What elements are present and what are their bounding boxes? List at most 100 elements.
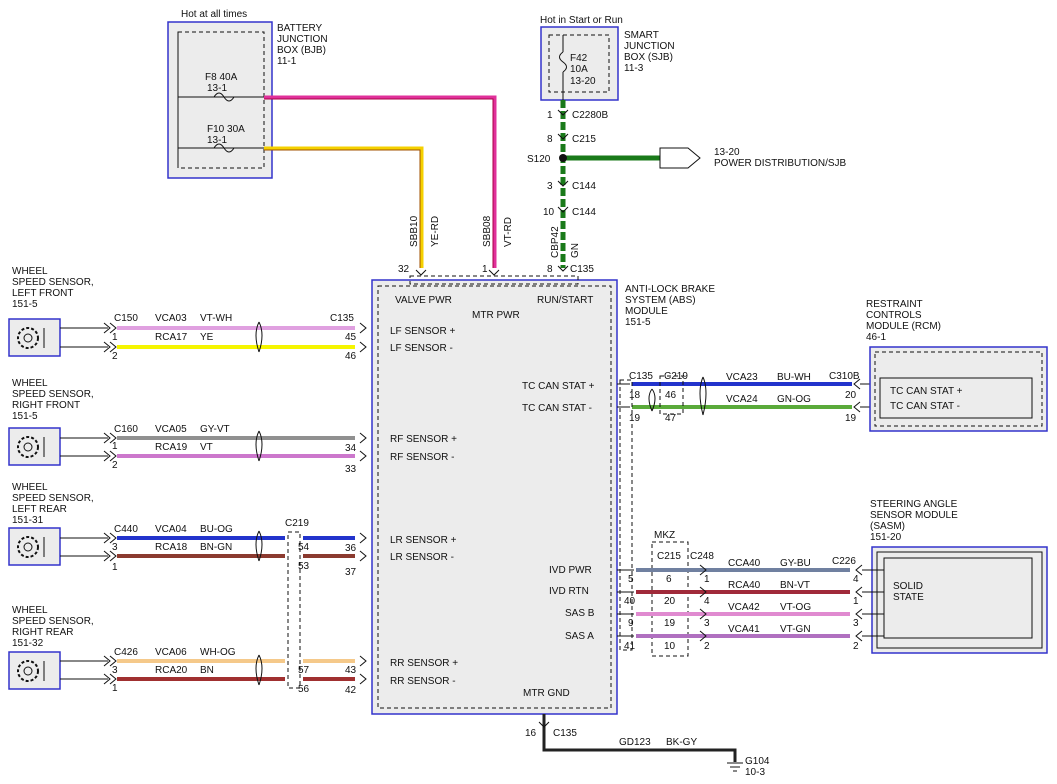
feed-pin-2: 8 [547,134,553,145]
sasm-inner-2: STATE [893,592,924,603]
fuse-f10-label: F10 30A [207,124,245,135]
splice-s120-label: S120 [527,154,551,165]
sas-conn-1: C215 [657,551,681,562]
ground-circuit-label: GD123 [619,737,651,748]
can2-circuit: VCA24 [726,394,758,405]
wire-ye-rd-stripe [264,149,421,268]
sas1-pin-b: 6 [666,574,672,585]
rr-title-1: WHEEL [12,605,48,616]
chev-sas2-icon [699,586,707,598]
rcm-title-3: MODULE (RCM) [866,321,941,332]
sjb-title-2: JUNCTION [624,41,675,52]
can1-pin-b: 46 [665,390,677,401]
sensor-right-rear: WHEEL SPEED SENSOR, RIGHT REAR 151-32 C4… [8,605,357,696]
rcm-pin-1: TC CAN STAT + [890,386,963,397]
lf-end-connector: C135 [330,313,354,324]
rf-pin-2: 2 [112,460,118,471]
sjb-hot-label: Hot in Start or Run [540,15,623,26]
bjb-title-2: JUNCTION [277,34,328,45]
fuse-f10-ref: 13-1 [207,135,227,146]
abs-pin-lr-plus: LR SENSOR + [390,535,457,546]
feed-conn-1: C2280B [572,110,608,121]
sensor-left-front: WHEEL SPEED SENSOR, LEFT FRONT 151-5 C15… [8,266,357,362]
power-feed: 13-20 POWER DISTRIBUTION/SJB S120 1 C228… [527,100,847,275]
lr-connector: C440 [114,524,138,535]
sasm-title-3: (SASM) [870,521,905,532]
mkz-label: MKZ [654,530,675,541]
fuse-f42-ref: 13-20 [570,76,596,87]
feed-left-color: YE-RD [430,216,441,247]
rf-end-pin-1: 34 [345,443,357,454]
chev-lf2-icon [103,341,117,353]
chev-rr2-icon [103,673,117,685]
wire-gd123 [542,714,737,762]
lr-sensor-box [8,527,61,566]
ground-pin: 16 [525,728,537,739]
ground-symbol-icon [727,762,743,772]
conn-c2280b-icon [557,109,569,116]
rr-title-4: 151-32 [12,638,44,649]
sasm-module: STEERING ANGLE SENSOR MODULE (SASM) 151-… [862,499,1048,654]
sjb-box [540,26,619,101]
chev-lf1-icon [103,322,117,334]
sas1-pin-c: 1 [704,574,710,585]
rr-end-pin-2: 42 [345,685,357,696]
rf-title-1: WHEEL [12,378,48,389]
lf-color-1: VT-WH [200,313,232,324]
lr-title-2: SPEED SENSOR, [12,493,94,504]
bjb-title-4: 11-1 [277,56,297,67]
rr-circuit-1: VCA06 [155,647,187,658]
bjb-box [167,21,273,179]
rf-connector: C160 [114,424,138,435]
sas1-pin-d: 4 [853,574,859,585]
chev-rcm2-icon [853,401,861,413]
lr-gear-icon [17,536,39,558]
ground-connector: C135 [553,728,577,739]
abs-pin-ivd-rtn: IVD RTN [549,586,589,597]
feed-pin-4: 10 [543,207,555,218]
sas1-circuit: CCA40 [728,558,761,569]
rf-gear-icon [17,436,39,458]
feed-pin-1: 1 [547,110,553,121]
ground-ref: 10-3 [745,767,765,778]
feed-right-circuit: SBB08 [482,215,493,247]
rr-connector: C426 [114,647,138,658]
lr-circuit-1: VCA04 [155,524,187,535]
sas1-pin-a: 5 [628,574,634,585]
feed-circuit: CBP42 [550,226,561,258]
feed-conn-4: C144 [572,207,596,218]
abs-pin-tc-can-plus: TC CAN STAT + [522,381,595,392]
sasm-inner-box [876,551,1043,649]
feed-right-connector-icon [488,269,500,276]
chev-abs-lf1-icon [359,322,367,334]
c219-can-dashed-icon [659,375,684,415]
abs-pin-lf-minus: LF SENSOR - [390,343,453,354]
sas2-pin-c: 4 [704,596,710,607]
sas3-color: VT-OG [780,602,811,613]
lr-mid-pin-1: 54 [298,542,310,553]
sas-wiring: MKZ C215 C248 C226 5 6 1 4 40 20 4 1 9 1… [617,379,863,657]
bjb-output-wires: SBB10 YE-RD SBB08 VT-RD 32 1 [264,95,514,276]
lr-twist-icon [255,530,263,562]
lf-circuit-2: RCA17 [155,332,188,343]
rcm-title-1: RESTRAINT [866,299,923,310]
can-conn-1: C135 [629,371,653,382]
chev-abs-rr1-icon [359,655,367,667]
sasm-title-1: STEERING ANGLE [870,499,958,510]
abs-pin-rr-plus: RR SENSOR + [390,658,458,669]
sas4-pin-b: 10 [664,641,676,652]
sjb-title-3: BOX (SJB) [624,52,673,63]
rr-sensor-box [8,651,61,690]
lf-pin-2: 2 [112,351,118,362]
sas4-circuit: VCA41 [728,624,760,635]
chev-abs-rf2-icon [359,450,367,462]
rcm-module: RESTRAINT CONTROLS MODULE (RCM) 46-1 TC … [866,299,1048,432]
rf-title-3: RIGHT FRONT [12,400,80,411]
wire-ye-rd [264,146,424,268]
lr-mid-pin-2: 53 [298,561,310,572]
rr-circuit-2: RCA20 [155,665,188,676]
rf-end-pin-2: 33 [345,464,357,475]
rf-circuit-2: RCA19 [155,442,188,453]
rf-twist-icon [255,430,263,462]
bjb-title-1: BATTERY [277,23,323,34]
